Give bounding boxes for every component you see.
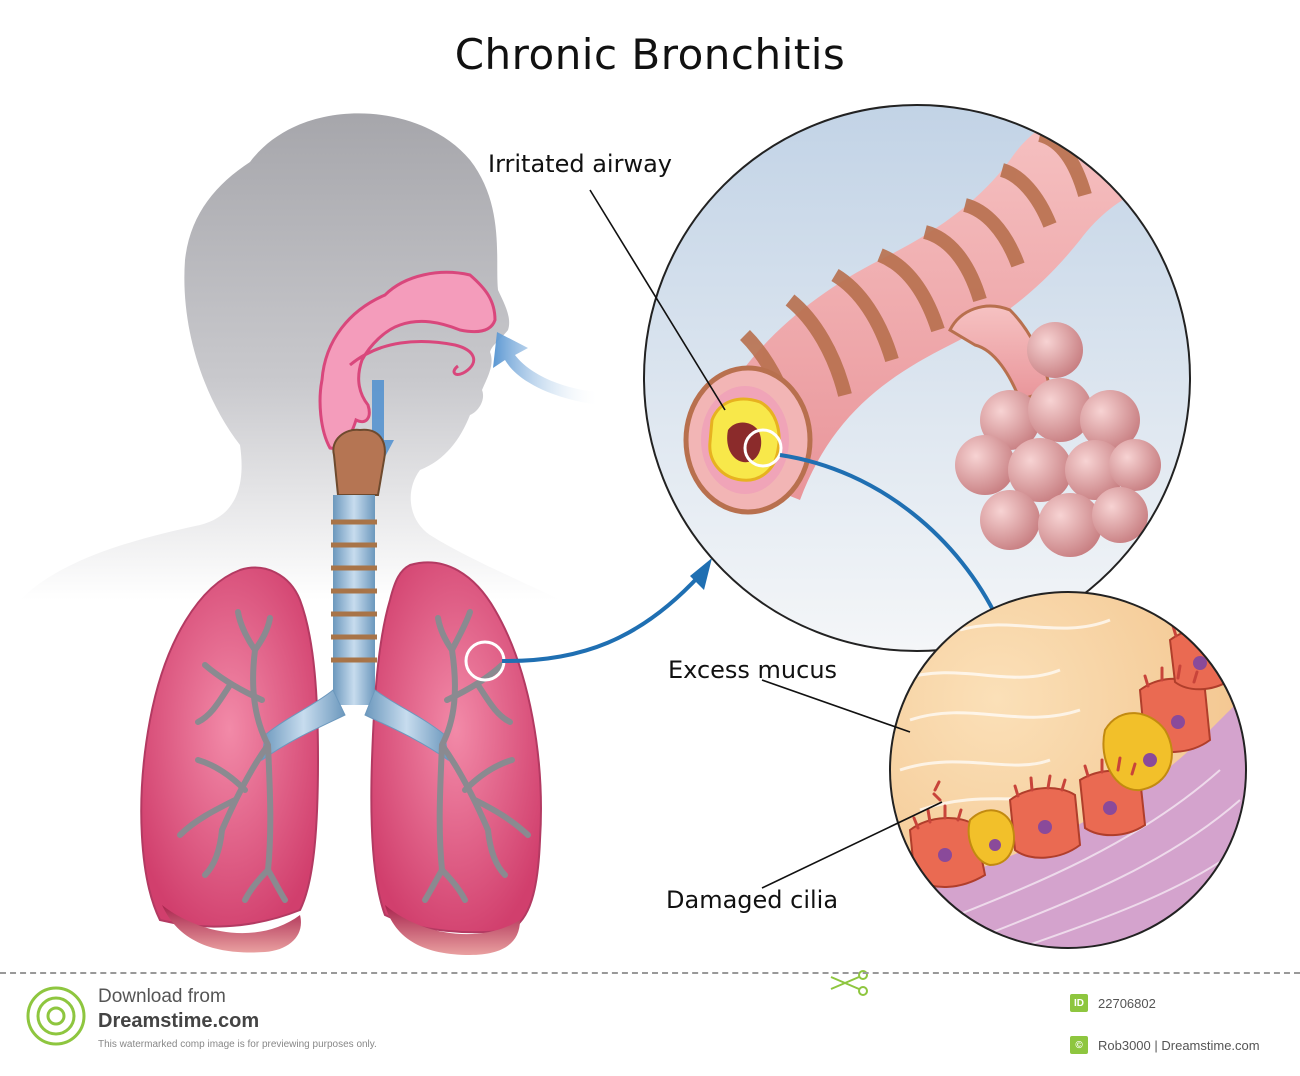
image-id-row: ID 22706802 (1070, 992, 1260, 1014)
bronchus-magnified-view (643, 104, 1191, 660)
alveoli (955, 322, 1161, 557)
epithelial-cells (908, 628, 1232, 888)
page-title: Chronic Bronchitis (454, 30, 846, 79)
label-damaged-cilia: Damaged cilia (666, 886, 839, 914)
image-info: ID 22706802 © Rob3000 | Dreamstime.com (1070, 992, 1260, 1076)
download-from-text: Download from (98, 986, 226, 1007)
main-bronchi (261, 689, 449, 762)
watermark-note: This watermarked comp image is for previ… (98, 1039, 377, 1050)
leader-lines (589, 189, 943, 889)
label-excess-mucus: Excess mucus (668, 656, 838, 684)
credit-row: © Rob3000 | Dreamstime.com (1070, 1034, 1260, 1056)
label-irritated-airway: Irritated airway (488, 150, 672, 178)
author-credit[interactable]: Rob3000 | Dreamstime.com (1098, 1037, 1260, 1053)
site-name[interactable]: Dreamstime.com (98, 1010, 260, 1032)
spiral-logo-icon (26, 986, 86, 1046)
bronchial-tree (177, 609, 531, 903)
trachea (331, 428, 386, 705)
copyright-icon: © (1070, 1036, 1088, 1054)
image-id: 22706802 (1098, 995, 1156, 1011)
head-silhouette (20, 113, 560, 601)
right-lung (370, 561, 542, 955)
id-badge-icon: ID (1070, 994, 1088, 1012)
download-credit: Download from Dreamstime.com This waterm… (98, 986, 377, 1050)
left-lung (140, 566, 320, 953)
lung-zoom-marker (464, 558, 712, 682)
scissors-icon (830, 970, 868, 996)
cut-line-divider (0, 972, 1300, 974)
airway-lining-magnified-view (889, 591, 1247, 949)
nasal-cavity (318, 270, 497, 450)
